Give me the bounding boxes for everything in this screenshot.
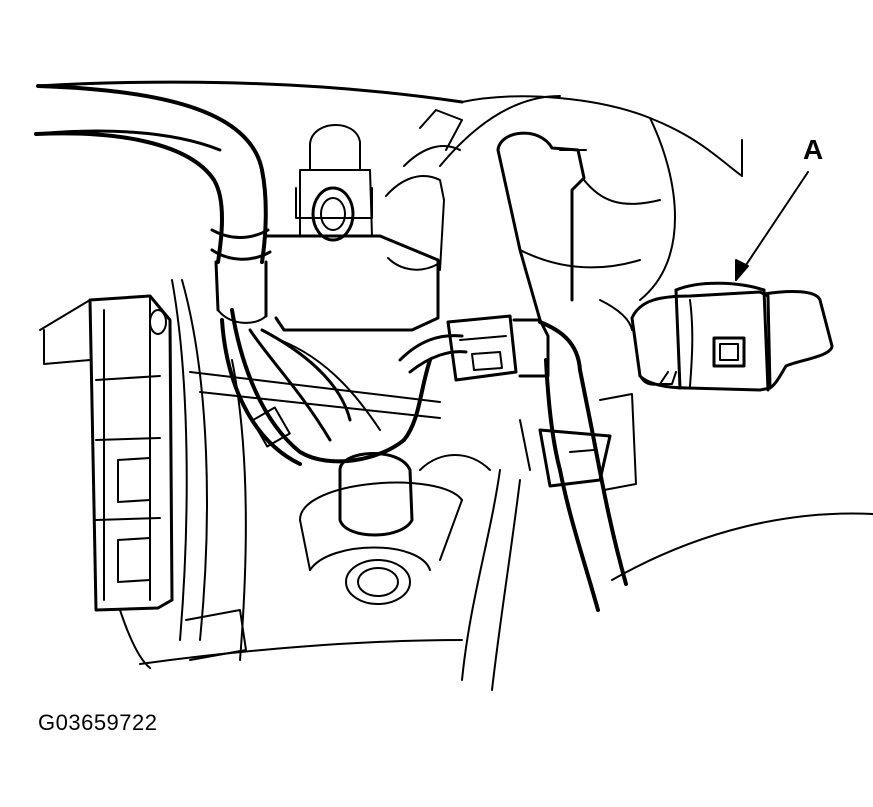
callout-label-a: A <box>803 134 824 165</box>
relay-box <box>39 294 174 612</box>
upper-hose <box>34 84 272 324</box>
part-a-hose-clamp <box>630 281 834 392</box>
callout-a-leader <box>735 171 809 281</box>
wiring-harness <box>189 308 468 466</box>
valve-body <box>264 109 463 332</box>
center-connector <box>446 314 550 382</box>
routed-hose <box>461 320 637 691</box>
lower-sensor <box>299 452 491 605</box>
figure-code: G03659722 <box>38 710 158 735</box>
vertical-pipe <box>496 131 661 322</box>
